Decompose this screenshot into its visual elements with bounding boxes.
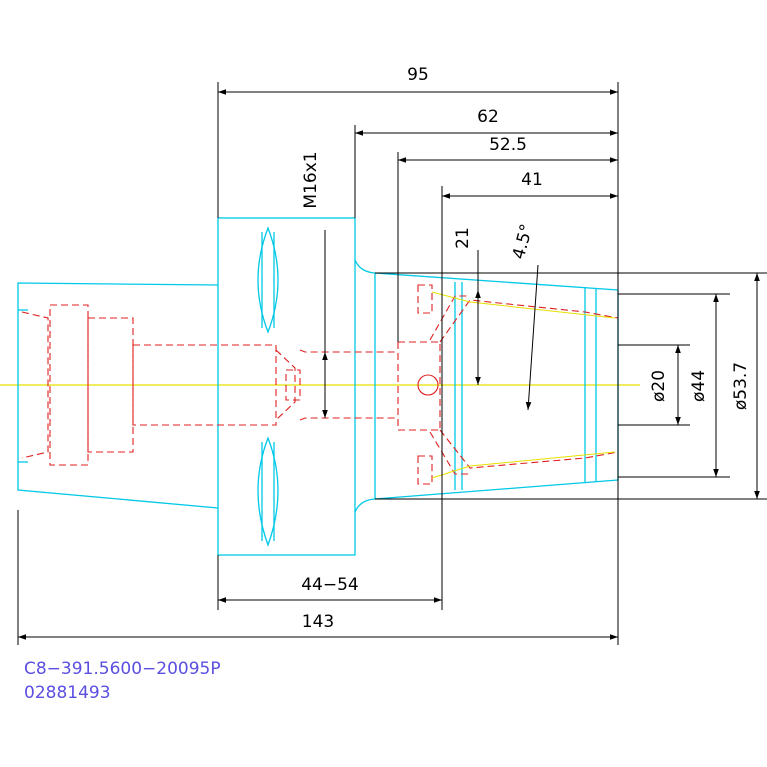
dim-dia44-label: ø44	[689, 370, 709, 402]
dim-143-label: 143	[302, 612, 334, 632]
part-outline	[17, 217, 619, 556]
dim-dia53-7-label: ø53.7	[731, 362, 751, 410]
hidden-lines	[21, 284, 619, 485]
dim-95-label: 95	[407, 65, 429, 85]
dim-thread-label: M16x1	[301, 151, 321, 208]
dim-dia20-label: ø20	[649, 370, 669, 402]
dimension-lines	[17, 82, 767, 645]
dim-21-label: 21	[453, 227, 473, 249]
part-code: C8−391.5600−20095P	[24, 659, 221, 679]
dim-range-label: 44−54	[301, 575, 359, 595]
dim-62-label: 62	[477, 107, 499, 127]
part-number: 02881493	[24, 683, 111, 703]
cross-hole	[417, 374, 439, 396]
dim-angle-label: 4.5°	[509, 222, 538, 262]
dim-41-label: 41	[521, 170, 543, 190]
taper-guides	[431, 291, 616, 479]
dim-52-5-label: 52.5	[489, 135, 527, 155]
